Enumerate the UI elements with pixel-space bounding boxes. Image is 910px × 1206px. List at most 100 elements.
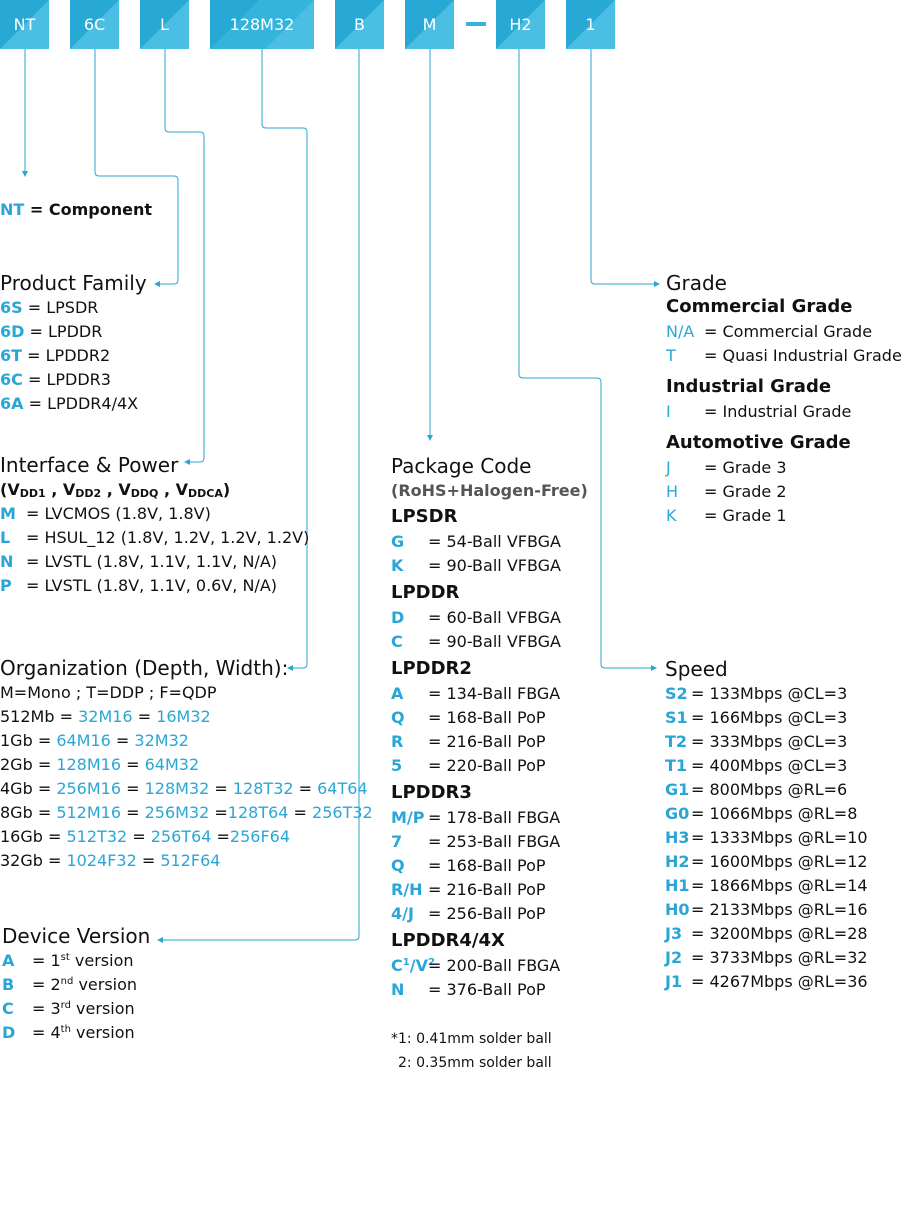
organization-text: 4Gb = bbox=[0, 779, 57, 798]
package-group-title: LPDDR bbox=[391, 582, 460, 603]
list-item: D= 4th version bbox=[2, 1021, 135, 1045]
subtitle-sub: DDCA bbox=[188, 487, 223, 500]
organization-text: = bbox=[121, 755, 145, 774]
item-text: = 200-Ball FBGA bbox=[428, 956, 561, 975]
item-text: = Grade 2 bbox=[704, 482, 787, 501]
subtitle-sub: DD2 bbox=[75, 487, 102, 500]
organization-text: = bbox=[121, 779, 145, 798]
item-code-text: D bbox=[391, 608, 405, 627]
item-text: = 60-Ball VFBGA bbox=[428, 608, 561, 627]
list-item: L= HSUL_12 (1.8V, 1.2V, 1.2V, 1.2V) bbox=[0, 526, 309, 550]
item-code-text: N bbox=[391, 980, 405, 999]
item-code: 5 bbox=[391, 754, 428, 778]
item-code-text: M/P bbox=[391, 808, 425, 827]
code-box-label: 6C bbox=[83, 15, 106, 34]
table-row: 32Gb = 1024F32 = 512F64 bbox=[0, 849, 220, 873]
subtitle-part: , V bbox=[101, 480, 131, 499]
organization-code: 128T32 bbox=[232, 779, 294, 798]
item-text: = 168-Ball PoP bbox=[428, 708, 546, 727]
item-text: = Grade 1 bbox=[704, 506, 787, 525]
code-box-label: L bbox=[160, 15, 169, 34]
item-code: H3 bbox=[665, 828, 690, 847]
organization-code: 256F64 bbox=[229, 827, 291, 846]
interface-subtitle: (VDD1 , VDD2 , VDDQ , VDDCA) bbox=[0, 478, 230, 506]
item-code: G bbox=[391, 530, 428, 554]
item-text: = Commercial Grade bbox=[704, 322, 873, 341]
item-text: = LPDDR bbox=[29, 322, 103, 341]
package-group-title: LPSDR bbox=[391, 506, 458, 527]
item-text: = 54-Ball VFBGA bbox=[428, 532, 561, 551]
item-text: version bbox=[70, 999, 135, 1018]
item-text: = 216-Ball PoP bbox=[428, 880, 546, 899]
item-text: = 2 bbox=[32, 975, 61, 994]
item-code: 6C bbox=[0, 370, 23, 389]
code-box-label: B bbox=[354, 15, 365, 34]
list-item: S2= 133Mbps @CL=3 bbox=[665, 682, 847, 706]
organization-code: 512T32 bbox=[66, 827, 128, 846]
item-code: H0 bbox=[665, 900, 690, 919]
list-item: I= Industrial Grade bbox=[666, 400, 851, 424]
item-code-text: C bbox=[391, 956, 403, 975]
list-item: T2= 333Mbps @CL=3 bbox=[665, 730, 847, 754]
component-text: = Component bbox=[29, 200, 152, 219]
component-line: NT = Component bbox=[0, 198, 152, 222]
item-code: L bbox=[0, 528, 11, 547]
organization-text: = bbox=[209, 803, 228, 822]
item-code: H1 bbox=[665, 876, 690, 895]
connector-speed bbox=[518, 49, 657, 671]
item-code: N bbox=[0, 552, 14, 571]
organization-code: 64M16 bbox=[56, 731, 111, 750]
code-box-label: NT bbox=[13, 15, 36, 34]
organization-code: 64M32 bbox=[144, 755, 200, 774]
organization-text: 2Gb = bbox=[0, 755, 57, 774]
item-code: Q bbox=[391, 854, 428, 878]
list-item: K= 90-Ball VFBGA bbox=[391, 554, 561, 578]
list-item: D = 60-Ball VFBGA bbox=[391, 606, 561, 630]
item-text: = 2133Mbps @RL=16 bbox=[691, 900, 868, 919]
organization-code: 128M32 bbox=[144, 779, 210, 798]
organization-code: 512M16 bbox=[56, 803, 122, 822]
item-text: = 90-Ball VFBGA bbox=[428, 632, 561, 651]
item-code: A bbox=[2, 951, 15, 970]
item-code-text: Q bbox=[391, 856, 405, 875]
item-sup: th bbox=[60, 1024, 71, 1035]
table-row: 1Gb = 64M16 = 32M32 bbox=[0, 729, 189, 753]
item-text: = 4 bbox=[32, 1023, 61, 1042]
organization-text: = bbox=[209, 779, 233, 798]
list-item: N/A= Commercial Grade bbox=[666, 320, 872, 344]
list-item: B= 2nd version bbox=[2, 973, 137, 997]
organization-code: 16M32 bbox=[156, 707, 211, 726]
list-item: K= Grade 1 bbox=[666, 504, 787, 528]
item-text: = LVSTL (1.8V, 1.1V, 0.6V, N/A) bbox=[26, 576, 277, 595]
list-item: A= 134-Ball FBGA bbox=[391, 682, 560, 706]
package-subtitle: (RoHS+Halogen-Free) bbox=[391, 481, 588, 500]
item-text: = 3 bbox=[32, 999, 61, 1018]
code-box-label: M bbox=[422, 15, 437, 34]
item-code: J2 bbox=[665, 948, 683, 967]
subtitle-part: , V bbox=[45, 480, 76, 499]
item-code: J1 bbox=[665, 972, 683, 991]
organization-text: 1Gb = bbox=[0, 731, 57, 750]
list-item: G0= 1066Mbps @RL=8 bbox=[665, 802, 857, 826]
list-item: M/P= 178-Ball FBGA bbox=[391, 806, 560, 830]
package-group-title: LPDDR3 bbox=[391, 782, 472, 803]
organization-note: M=Mono ; T=DDP ; F=QDP bbox=[0, 683, 217, 702]
item-code-text: R/H bbox=[391, 880, 423, 899]
item-code: T bbox=[666, 346, 676, 365]
list-item: S1= 166Mbps @CL=3 bbox=[665, 706, 847, 730]
list-item: 7= 253-Ball FBGA bbox=[391, 830, 560, 854]
code-box-nt: NT bbox=[0, 0, 49, 49]
item-code: Q bbox=[391, 706, 428, 730]
list-item: H0= 2133Mbps @RL=16 bbox=[665, 898, 868, 922]
item-code: D bbox=[2, 1023, 16, 1042]
table-row: 16Gb = 512T32 = 256T64 =256F64 bbox=[0, 825, 290, 849]
organization-text: = bbox=[211, 827, 230, 846]
subtitle-part: ) bbox=[222, 480, 231, 499]
package-group-title: LPDDR2 bbox=[391, 658, 472, 679]
item-text: = 216-Ball PoP bbox=[428, 732, 546, 751]
connector-family bbox=[94, 49, 179, 287]
item-code: 7 bbox=[391, 830, 428, 854]
item-code: K bbox=[391, 554, 428, 578]
item-code: G1 bbox=[665, 780, 690, 799]
